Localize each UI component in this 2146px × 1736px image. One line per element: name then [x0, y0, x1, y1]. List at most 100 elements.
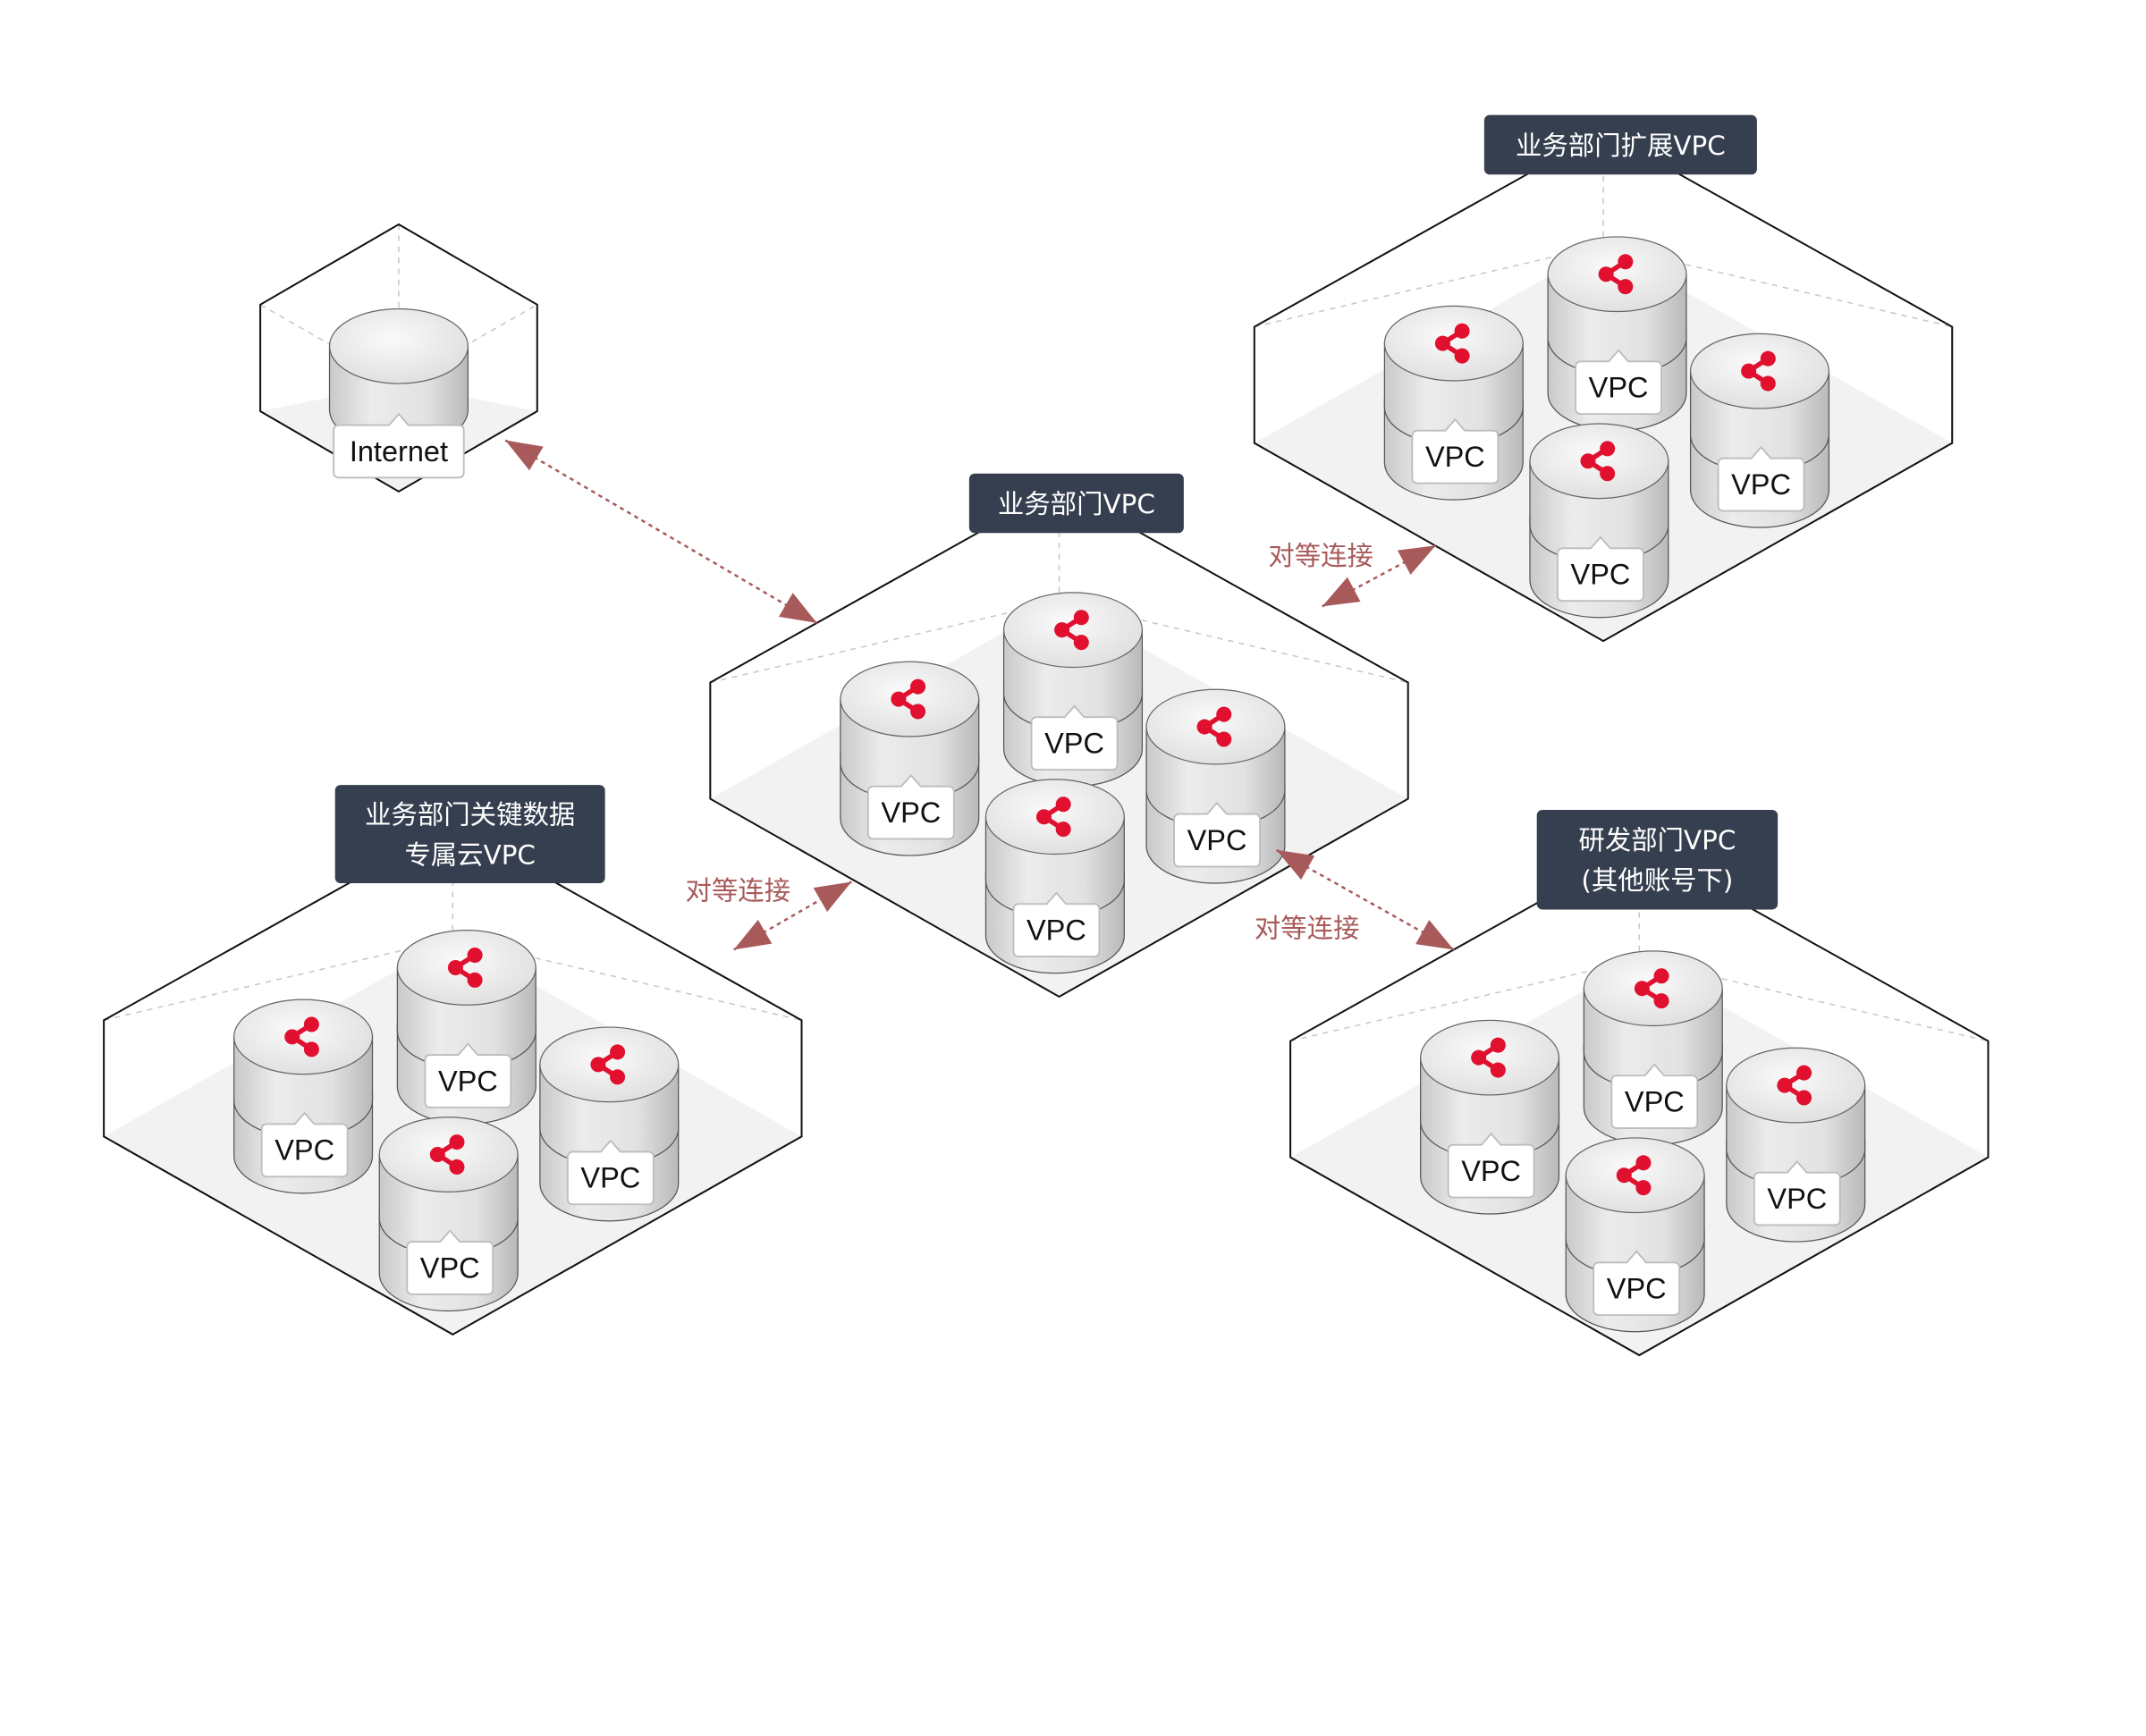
share-icon: [590, 1044, 626, 1085]
vpc-label-callout: VPC: [1030, 704, 1119, 771]
vpc-label-callout: VPC: [1173, 801, 1261, 868]
callout-box: [1012, 891, 1101, 958]
cylinder-top: [1002, 592, 1144, 669]
arrowhead: [733, 919, 773, 950]
database-cylinder: [840, 661, 980, 856]
cylinder-top: [1383, 305, 1524, 382]
vpc-label: VPC: [420, 1251, 480, 1284]
vpc-label: VPC: [1027, 914, 1086, 947]
callout-box: [424, 1042, 512, 1108]
cylinder-top: [1145, 688, 1286, 765]
cluster-title-text: 业务部门关键数据: [365, 799, 575, 830]
share-icon: [1634, 968, 1669, 1009]
cylinder-top: [1565, 1137, 1705, 1214]
arrowhead: [1397, 545, 1436, 575]
callout-box: [406, 1229, 494, 1295]
cluster-title: 业务部门VPC: [968, 473, 1184, 534]
vpc-label: VPC: [580, 1162, 640, 1194]
vpc-label: VPC: [1625, 1086, 1685, 1118]
vpc-label-callout: VPC: [260, 1111, 349, 1178]
vpc-label-callout: VPC: [1593, 1250, 1681, 1317]
arrowhead: [1322, 577, 1361, 607]
connection-line: [504, 439, 818, 625]
cluster-title-text: 业务部门扩展VPC: [1516, 131, 1726, 161]
cluster-title: 业务部门扩展VPC: [1483, 114, 1757, 175]
vpc-label: VPC: [1571, 559, 1631, 591]
callout-box: [1447, 1132, 1535, 1199]
vpc-label-callout: VPC: [1610, 1063, 1699, 1130]
vpc-label-callout: VPC: [866, 773, 955, 840]
vpc-label: VPC: [1767, 1183, 1827, 1215]
cluster-internet: Internet: [259, 223, 538, 493]
cluster-business-ext: VPC VPC VPC VPC 业务部门扩展VPC: [1253, 114, 1954, 643]
callout-box: [1030, 704, 1119, 771]
vpc-label-callout: VPC: [1753, 1159, 1841, 1226]
arrowhead: [778, 593, 817, 623]
share-icon: [447, 948, 483, 988]
vpc-label: VPC: [1044, 727, 1104, 759]
vpc-label-callout: VPC: [1411, 417, 1500, 485]
peering-connection: 对等连接: [1268, 541, 1437, 608]
cylinder-top: [396, 930, 536, 1006]
vpc-label-callout: VPC: [1447, 1132, 1535, 1199]
title-badge: [1483, 114, 1757, 175]
callout-box: [566, 1139, 655, 1206]
share-icon: [1054, 610, 1089, 651]
callout-box: [1173, 801, 1261, 868]
arrowhead: [1276, 849, 1315, 881]
callout-box: [866, 773, 955, 840]
cylinder-top: [1529, 423, 1669, 500]
box-outline: [259, 223, 538, 493]
title-badge: [1536, 809, 1778, 910]
cluster-title-text: (其他账号下): [1581, 865, 1733, 896]
share-icon: [1598, 254, 1634, 295]
vpc-label-callout: VPC: [1575, 349, 1662, 416]
vpc-label-callout: VPC: [1717, 445, 1805, 512]
callout-box: [1557, 535, 1644, 603]
share-icon: [429, 1134, 465, 1175]
callout-box: [1575, 349, 1662, 416]
box-outline: [103, 823, 803, 1336]
cylinder-top: [840, 661, 980, 737]
vpc-label: VPC: [1187, 824, 1247, 856]
vpc-label-callout: VPC: [1012, 891, 1101, 958]
callout-box: [1411, 417, 1500, 485]
share-icon: [1741, 350, 1776, 392]
connection-line: [733, 881, 852, 951]
vpc-label: VPC: [438, 1065, 498, 1097]
callout-box: [1753, 1159, 1841, 1226]
cluster-business: VPC VPC VPC VPC 业务部门VPC: [709, 473, 1409, 999]
box-outline: [709, 486, 1409, 999]
peering-connection: 对等连接: [685, 876, 852, 951]
box-outline: [1289, 845, 1990, 1357]
arrowhead: [813, 881, 852, 913]
vpc-label-callout: VPC: [424, 1042, 512, 1108]
database-cylinder: [1383, 305, 1524, 501]
cylinder-top: [233, 999, 374, 1075]
arrowhead: [1415, 920, 1454, 950]
vpc-label-callout: VPC: [566, 1139, 655, 1206]
vpc-label: VPC: [1461, 1155, 1521, 1187]
cylinder-top: [984, 779, 1125, 855]
arrowhead: [505, 440, 544, 471]
cylinder-top: [1689, 333, 1830, 409]
share-icon: [891, 678, 926, 720]
vpc-label-callout: VPC: [1557, 535, 1644, 603]
callout-box: [1717, 445, 1805, 512]
vpc-label: Internet: [350, 435, 448, 468]
cluster-title-text: 业务部门VPC: [998, 489, 1155, 519]
callout-box: [333, 412, 465, 479]
peering-connection: 对等连接: [1255, 848, 1455, 951]
share-icon: [1471, 1037, 1506, 1078]
box-outline: [1253, 131, 1954, 643]
callout-box: [1610, 1063, 1699, 1130]
share-icon: [1580, 441, 1616, 482]
vpc-label-callout: Internet: [333, 412, 465, 479]
vpc-label: VPC: [1731, 468, 1791, 501]
share-icon: [1777, 1065, 1812, 1106]
vpc-label: VPC: [1607, 1273, 1667, 1305]
cylinder-top: [1420, 1019, 1560, 1096]
